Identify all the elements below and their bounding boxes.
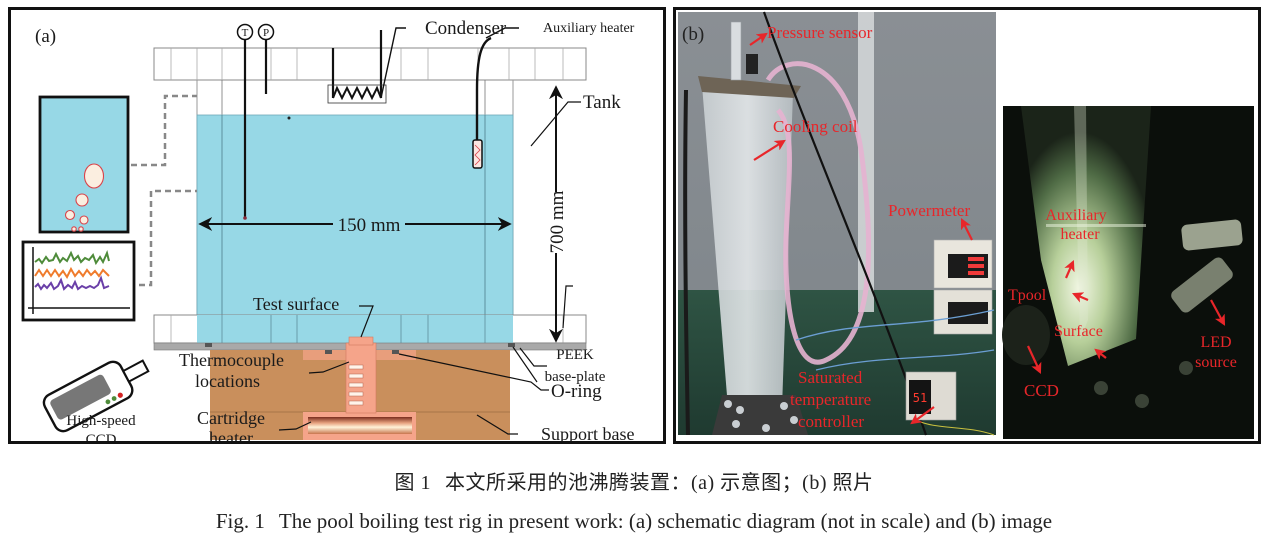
rig-annotations: Pressure sensor Cooling coil Powermeter … xyxy=(682,23,973,431)
powermeter-device xyxy=(933,239,993,335)
panel-b-tag: (b) xyxy=(682,24,704,45)
tank-label: Tank xyxy=(583,92,621,113)
closeup-annotations: Auxiliary heater Tpool Surface LED sourc… xyxy=(1008,207,1237,400)
photo-panel: 51 Pressure sensor C xyxy=(673,7,1261,444)
peek-label-line1: PEEK xyxy=(556,347,594,363)
height-dimension: 700 mm xyxy=(547,85,568,343)
height-dimension-label: 700 mm xyxy=(547,190,568,253)
photographs: 51 Pressure sensor C xyxy=(678,11,1254,439)
cartridge-label-line2: heater xyxy=(209,428,253,441)
width-dimension-label: 150 mm xyxy=(338,215,401,236)
closeup-photo xyxy=(1002,106,1254,439)
caption-cn-text: 本文所采用的池沸腾装置：(a) 示意图；(b) 照片 xyxy=(444,472,874,494)
p-probe: P xyxy=(257,23,275,94)
caption-en-figure-number: Fig. 1 xyxy=(215,509,265,533)
ccd-label-line1: High-speed xyxy=(66,413,136,429)
caption-chinese: 图 1 本文所采用的池沸腾装置：(a) 示意图；(b) 照片 xyxy=(0,466,1268,495)
ccd-label-line2: CCD xyxy=(86,432,117,441)
p-probe-label: P xyxy=(263,27,269,39)
cartridge-heater xyxy=(308,417,412,434)
tpool-label: Tpool xyxy=(1008,287,1047,304)
controller-label-line1: Saturated xyxy=(798,368,863,387)
cartridge-label-line1: Cartridge xyxy=(197,408,265,428)
caption-cn-figure-number: 图 1 xyxy=(394,472,431,494)
rig-photo: 51 xyxy=(678,11,996,436)
thermocouple-label-line1: Thermocouple xyxy=(179,350,284,370)
condenser-label: Condenser xyxy=(425,18,507,39)
temperature-controller-device: 51 xyxy=(905,371,957,421)
auxiliary-heater xyxy=(472,36,492,169)
peek-label-line2: base-plate xyxy=(545,369,606,385)
o-rings xyxy=(205,343,515,354)
top-flange xyxy=(153,47,587,81)
aux-heater-label-line2: heater xyxy=(1060,226,1100,243)
controller-display-value: 51 xyxy=(913,391,927,405)
schematic-diagram: T P Condenser Auxiliary heater Tank xyxy=(21,18,635,441)
caption-english: Fig. 1 The pool boiling test rig in prese… xyxy=(0,509,1268,534)
bubble-image-inset xyxy=(38,95,130,234)
high-speed-ccd-camera xyxy=(42,359,150,433)
led-source-label-line2: source xyxy=(1195,354,1237,371)
water-pool xyxy=(196,114,514,326)
temperature-signal-inset xyxy=(21,240,136,322)
test-surface-label: Test surface xyxy=(253,294,339,314)
caption-en-text: The pool boiling test rig in present wor… xyxy=(278,509,1053,533)
controller-label-line3: controller xyxy=(798,412,864,431)
condenser-coil xyxy=(327,30,387,104)
auxiliary-heater-label: Auxiliary heater xyxy=(543,21,635,36)
cooling-coil-label: Cooling coil xyxy=(773,117,858,136)
panel-a-tag: (a) xyxy=(35,26,56,47)
t-probe-label: T xyxy=(242,27,249,39)
controller-label-line2: temperature xyxy=(790,390,871,409)
support-base-label: Support base xyxy=(541,424,635,441)
copper-test-block xyxy=(345,336,377,414)
surface-label: Surface xyxy=(1054,323,1103,340)
width-dimension: 150 mm xyxy=(198,215,512,236)
powermeter-label: Powermeter xyxy=(888,201,970,220)
schematic-panel: T P Condenser Auxiliary heater Tank xyxy=(8,7,666,444)
o-ring-label: O-ring xyxy=(551,381,602,402)
thermocouple-label-line2: locations xyxy=(195,371,260,391)
aux-heater-label-line1: Auxiliary xyxy=(1045,207,1106,224)
pressure-sensor-label: Pressure sensor xyxy=(767,23,873,42)
t-probe: T xyxy=(236,23,254,220)
ccd-photo-label: CCD xyxy=(1024,381,1059,400)
led-source-label-line1: LED xyxy=(1200,334,1231,351)
